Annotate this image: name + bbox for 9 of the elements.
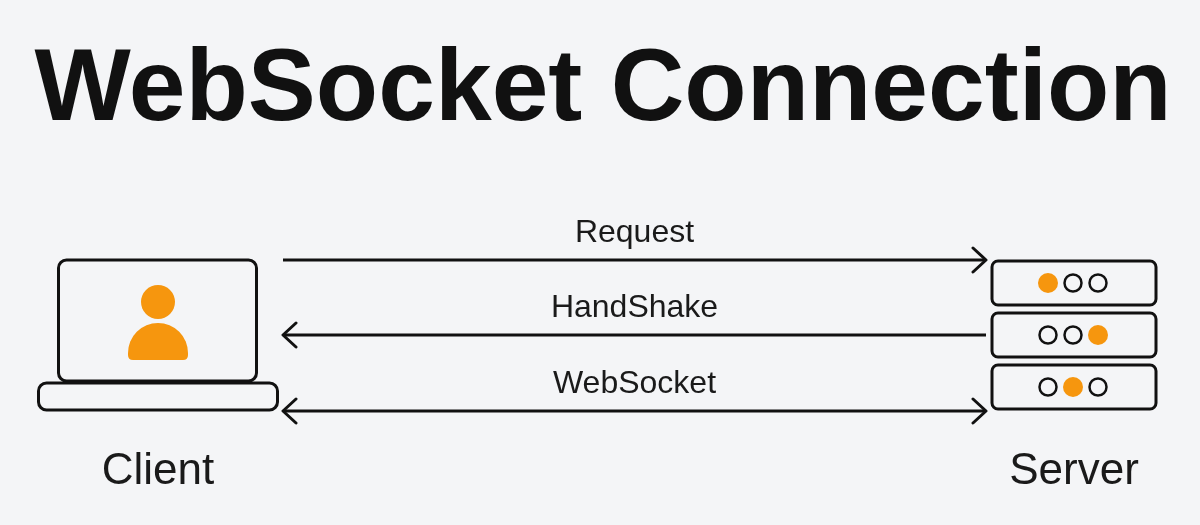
edge-label: Request bbox=[574, 215, 695, 247]
arrow bbox=[281, 321, 986, 349]
edge-label: HandShake bbox=[550, 290, 719, 322]
arrow bbox=[281, 397, 988, 425]
node-label: Server bbox=[1009, 447, 1139, 491]
edge-label: WebSocket bbox=[552, 366, 716, 398]
arrow bbox=[283, 246, 988, 274]
node-label: Client bbox=[101, 447, 215, 491]
title: WebSocket Connection bbox=[33, 34, 1173, 136]
